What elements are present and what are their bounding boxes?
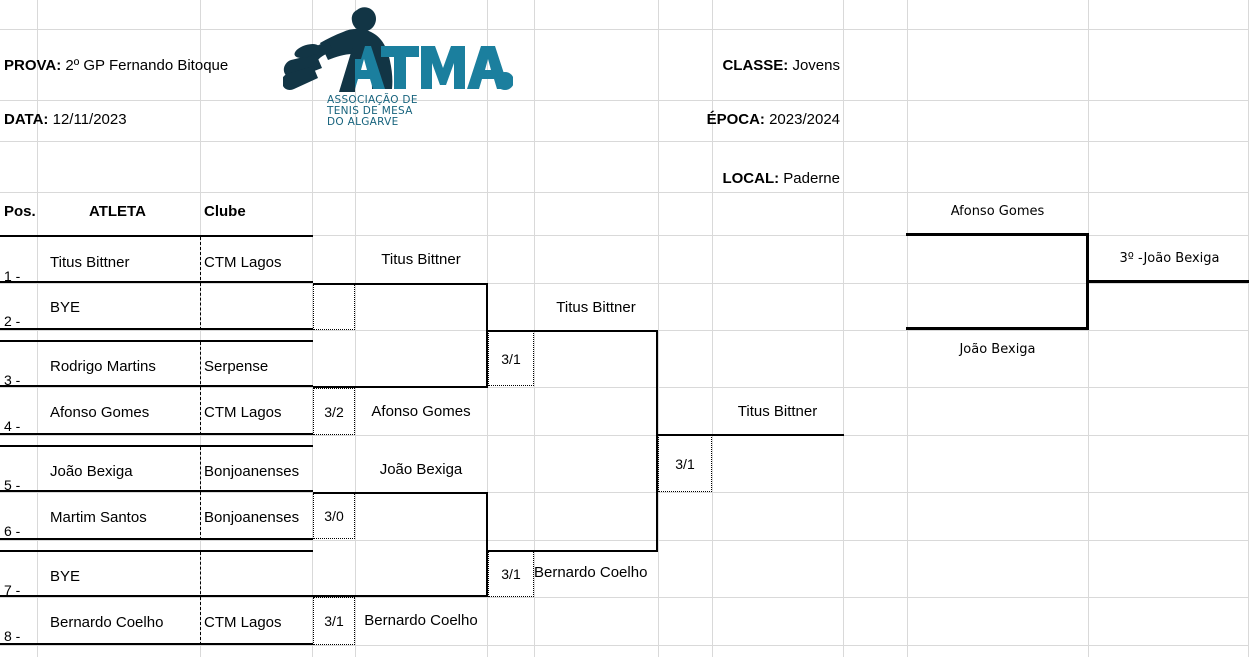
table-row: 5 - João Bexiga Bonjoanenses [0,445,313,494]
bracket-line-r1-m1-right [486,283,488,387]
table-row: 7 - BYE [0,550,313,599]
col-header-clube: Clube [204,203,246,220]
row-athlete: João Bexiga [50,463,133,480]
third-place-line-result [1086,280,1249,283]
row-position: 4 - [4,418,21,434]
row-club-separator [200,342,201,389]
logo-line2: TENIS DE MESA [326,105,413,117]
row-club: CTM Lagos [204,254,282,271]
row-club: Bonjoanenses [204,509,300,526]
atma-logo: ASSOCIAÇÃO DE TENIS DE MESA DO ALGARVE [283,4,513,126]
bracket-line-r2-m1-right [656,330,658,552]
local-value: Paderne [783,170,840,187]
bracket-winner-final: Titus Bittner [737,403,818,420]
row-position: 1 - [4,268,21,284]
table-row: 8 - Bernardo Coelho CTM Lagos [0,597,313,645]
classe-field: CLASSE: Jovens [722,58,840,73]
local-field: LOCAL: Paderne [722,171,840,186]
col-header-pos: Pos. [4,203,36,220]
bracket-winner-r2-m2: Bernardo Coelho [534,564,648,581]
bracket-score-r1-m4: 3/1 [313,597,355,645]
bracket-score-r1-m2: 3/2 [313,388,355,435]
row-position: 3 - [4,372,21,388]
table-row: 6 - Martim Santos Bonjoanenses [0,492,313,540]
row-club-separator [200,283,201,330]
logo-line1: ASSOCIAÇÃO DE [327,93,418,106]
third-place-player-top: Afonso Gomes [950,204,1045,219]
bracket-line-r1-m1-bottom [313,386,488,388]
bracket-score-r2-m1: 3/1 [488,331,534,386]
data-label: DATA: [4,111,49,128]
row-position: 5 - [4,477,21,493]
row-athlete: Rodrigo Martins [50,358,156,375]
row-club-separator [200,552,201,599]
table-row: 2 - BYE [0,283,313,330]
bracket-line-r1-m3-right [486,492,488,596]
bracket-winner-r1-m2: Afonso Gomes [371,403,471,420]
bracket-line-r2-m1-bottom [488,550,658,552]
classe-value: Jovens [792,57,840,74]
row-athlete: Bernardo Coelho [50,614,164,631]
row-club-separator [200,492,201,540]
epoca-label: ÉPOCA: [706,111,765,128]
prova-value: 2º GP Fernando Bitoque [65,57,229,74]
row-club: Bonjoanenses [204,463,300,480]
bracket-line-r1-m3-bottom [313,595,488,597]
row-position: 2 - [4,313,21,329]
table-row: 1 - Titus Bittner CTM Lagos [0,235,313,285]
table-row: 3 - Rodrigo Martins Serpense [0,340,313,389]
row-athlete: BYE [50,568,81,585]
third-place-line-bottom [906,327,1089,330]
row-club-separator [200,597,201,645]
epoca-value: 2023/2024 [769,111,840,128]
logo-dark-overlap [339,46,365,92]
row-club: Serpense [204,358,269,375]
third-place-result: 3º -João Bexiga [1119,251,1220,266]
bracket-winner-r2-m1: Titus Bittner [556,299,636,316]
row-athlete: Afonso Gomes [50,404,150,421]
table-row: 4 - Afonso Gomes CTM Lagos [0,387,313,435]
epoca-field: ÉPOCA: 2023/2024 [707,112,840,127]
bracket-line-r2-m1-top [488,330,658,332]
bracket-score-r1-m1 [313,284,355,330]
data-field: DATA: 12/11/2023 [4,112,127,127]
bracket-winner-r1-m1: Titus Bittner [381,251,461,268]
classe-label: CLASSE: [722,57,789,74]
row-club-separator [200,387,201,435]
row-position: 6 - [4,523,21,539]
third-place-player-bottom: João Bexiga [959,342,1036,357]
row-athlete: BYE [50,299,81,316]
bracket-winner-r1-m3: João Bexiga [379,461,463,478]
logo-dot [496,72,513,90]
bracket-winner-r1-m4: Bernardo Coelho [364,612,478,629]
prova-field: PROVA: 2º GP Fernando Bitoque [4,58,228,73]
logo-line3: DO ALGARVE [327,116,399,126]
row-athlete: Titus Bittner [50,254,130,271]
local-label: LOCAL: [722,170,780,187]
row-position: 8 - [4,628,21,644]
prova-label: PROVA: [4,57,62,74]
bracket-score-r1-m3: 3/0 [313,493,355,539]
row-club-separator [200,447,201,494]
row-club: CTM Lagos [204,614,282,631]
bracket-line-final-top [658,434,844,436]
row-club: CTM Lagos [204,404,282,421]
bracket-score-r2-m2: 3/1 [488,551,534,597]
row-position: 7 - [4,582,21,598]
third-place-line-top [906,233,1089,236]
bracket-line-r1-m1-top [313,283,488,285]
row-club-separator [200,237,201,285]
bracket-line-r1-m3-top [313,492,488,494]
data-value: 12/11/2023 [52,111,127,128]
col-header-atleta: ATLETA [89,203,146,220]
row-athlete: Martim Santos [50,509,147,526]
bracket-score-final: 3/1 [658,435,712,492]
logo-wordmark [343,46,509,89]
